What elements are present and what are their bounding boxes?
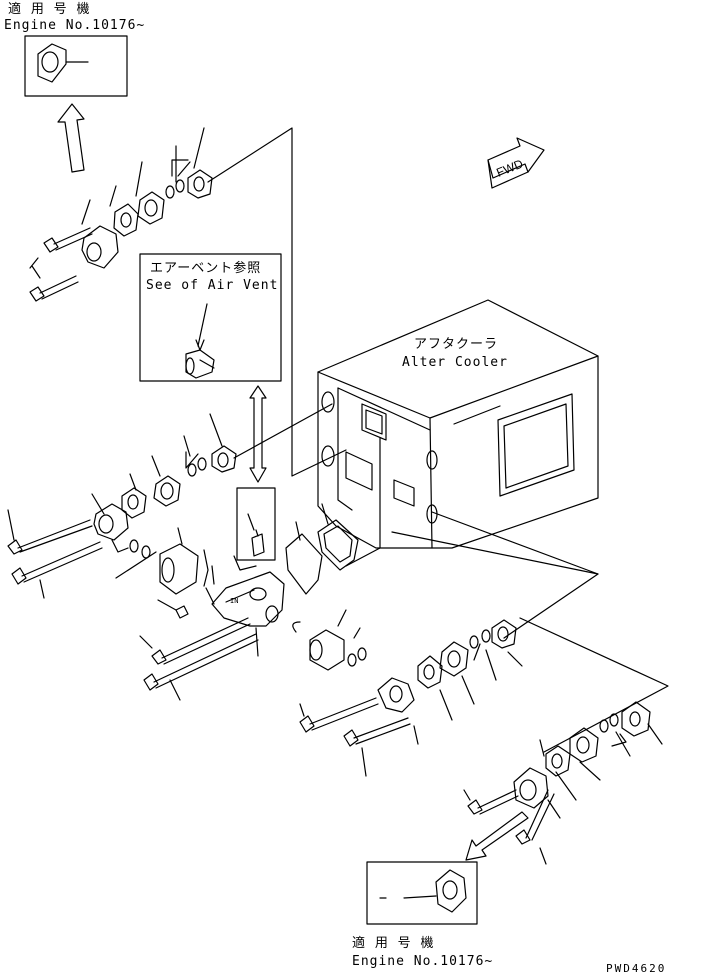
air-vent-ref-jp: エアーベント参照 — [150, 261, 262, 276]
aftercooler-label-jp: アフタクーラ — [414, 337, 499, 352]
connection-line-upper — [207, 127, 347, 477]
bottom-engine-number: Engine No.10176~ — [352, 954, 494, 969]
upper-thermostat-group — [29, 127, 213, 302]
center-housing-group: IN — [139, 527, 285, 701]
bottom-applicability-jp: 適 用 号 機 — [352, 936, 435, 951]
middle-thermostat-group — [7, 413, 237, 599]
connection-line-right — [519, 617, 669, 753]
top-inset-box — [24, 35, 128, 97]
far-right-thermostat-group — [463, 701, 663, 865]
air-vent-ref-en: See of Air Vent — [146, 278, 279, 293]
connection-line-lower — [431, 511, 599, 575]
air-vent-box — [139, 253, 282, 382]
svg-text:IN: IN — [230, 597, 238, 605]
lower-thermostat-group — [292, 531, 599, 777]
top-engine-number: Engine No.10176~ — [4, 18, 146, 33]
fwd-arrow-icon: FWD — [487, 137, 545, 189]
up-arrow-icon — [57, 103, 85, 173]
aftercooler-body — [317, 299, 599, 567]
aftercooler-label-en: Alter Cooler — [402, 355, 508, 370]
down-arrow-icon — [465, 811, 529, 861]
connection-line-middle — [233, 403, 333, 459]
fwd-label: FWD — [494, 156, 525, 179]
top-applicability-jp: 適 用 号 機 — [8, 2, 91, 17]
cover-plate-group — [285, 503, 359, 595]
double-arrow-icon — [249, 385, 267, 483]
figure-code: PWD4620 — [606, 962, 667, 975]
vent-plug-box — [236, 487, 276, 561]
bottom-inset-box — [366, 861, 478, 925]
